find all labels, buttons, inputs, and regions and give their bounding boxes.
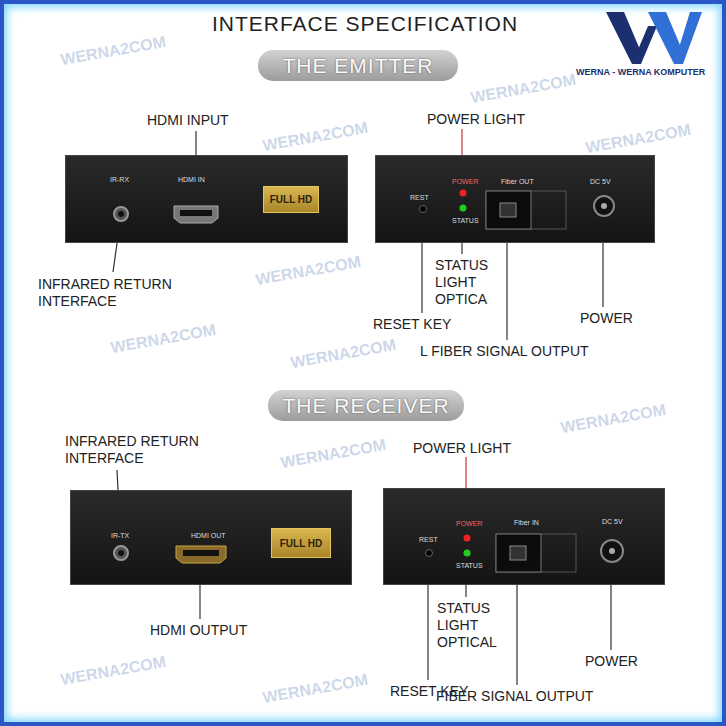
watermark: WERNA2COM	[559, 401, 667, 437]
logo-text: WERNA - WERNA KOMPUTER	[576, 67, 724, 78]
full-hd-badge: FULL HD	[263, 186, 319, 213]
full-hd-badge: FULL HD	[271, 528, 331, 558]
callout-label: HDMI INPUT	[147, 112, 267, 129]
watermark: WERNA2COM	[254, 253, 362, 289]
callout-label: POWER	[585, 653, 655, 670]
port-label: DC 5V	[602, 518, 623, 525]
title: INTERFACE SPECIFICATION	[0, 12, 726, 36]
port-label: HDMI OUT	[191, 532, 226, 539]
section-title: THE RECEIVER	[282, 394, 449, 418]
watermark: WERNA2COM	[261, 119, 369, 155]
port-label: Fiber OUT	[501, 178, 534, 185]
callout-label: L FIBER SIGNAL OUTPUT	[420, 343, 630, 360]
device-panel: IR-RX HDMI IN FULL HD	[65, 155, 348, 243]
device-panel: REST POWER STATUS Fiber OUT DC 5V	[375, 155, 655, 243]
device-panel: REST POWER STATUS Fiber IN DC 5V	[383, 488, 665, 585]
watermark: WERNA2COM	[109, 321, 217, 357]
callout-label: STATUS LIGHT OPTICAL	[437, 600, 507, 651]
port-label: STATUS	[456, 562, 483, 569]
port-label: POWER	[452, 178, 478, 185]
callout-label: STATUS LIGHT OPTICA	[435, 257, 499, 308]
section-pill: THE RECEIVER	[268, 390, 464, 421]
port-label: DC 5V	[590, 178, 611, 185]
watermark: WERNA2COM	[584, 121, 692, 157]
callout-label: INFRARED RETURN INTERFACE	[65, 433, 225, 467]
callout-label: POWER	[580, 310, 650, 327]
watermark: WERNA2COM	[59, 653, 167, 689]
device-panel: IR-TX HDMI OUT FULL HD	[70, 490, 352, 585]
callout-label: RESET KEY	[373, 316, 473, 333]
port-label: IR-RX	[110, 176, 129, 183]
callout-label: HDMI OUTPUT	[150, 622, 280, 639]
watermark: WERNA2COM	[289, 336, 397, 372]
watermark: WERNA2COM	[469, 71, 577, 107]
port-label: IR-TX	[111, 532, 129, 539]
port-label: POWER	[456, 520, 482, 527]
port-label: HDMI IN	[178, 176, 205, 183]
badge-text: FULL HD	[280, 538, 323, 549]
section-title: THE EMITTER	[283, 54, 434, 78]
port-label: STATUS	[452, 217, 479, 224]
section-pill: THE EMITTER	[258, 50, 458, 81]
callout-label: FIBER SIGNAL OUTPUT	[436, 688, 636, 705]
watermark: WERNA2COM	[279, 436, 387, 472]
callout-label: INFRARED RETURN INTERFACE	[38, 276, 198, 310]
callout-label: POWER LIGHT	[413, 440, 533, 457]
watermark: WERNA2COM	[59, 33, 167, 69]
watermark: WERNA2COM	[261, 671, 369, 707]
port-label: REST	[419, 536, 438, 543]
logo-mark	[606, 12, 702, 64]
badge-text: FULL HD	[270, 194, 313, 205]
port-label: REST	[410, 194, 429, 201]
port-label: Fiber IN	[514, 519, 539, 526]
callout-label: POWER LIGHT	[427, 111, 547, 128]
